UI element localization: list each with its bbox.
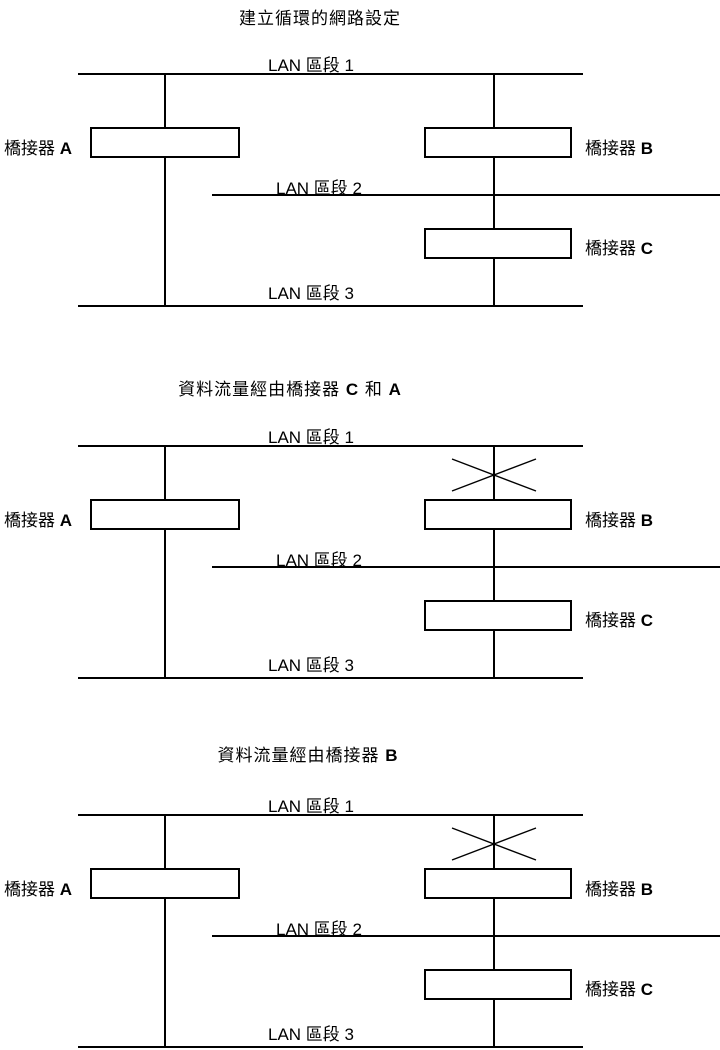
bridge-name: 橋接器: [585, 239, 636, 258]
lan-segment-3-line: [78, 1046, 583, 1048]
bridge-letter: A: [59, 139, 73, 158]
lan-segment-3-label: LAN 區段 3: [268, 656, 354, 675]
lan-segment-2-label: LAN 區段 2: [276, 179, 362, 198]
bridge-name: 橋接器: [585, 139, 636, 158]
bridge-name: 橋接器: [4, 139, 55, 158]
bridge-b-downlink-line: [493, 158, 495, 228]
diagram-title: 資料流量經由橋接器 C 和 A: [178, 375, 402, 400]
lan-segment-1-label: LAN 區段 1: [268, 797, 354, 816]
bridge-a-label: 橋接器 A: [4, 506, 72, 531]
bridge-name: 橋接器: [585, 980, 636, 999]
lan-segment-1-label: LAN 區段 1: [268, 56, 354, 75]
lan-segment-2-label: LAN 區段 2: [276, 551, 362, 570]
bridge-c-box: [424, 228, 572, 259]
bridge-name: 橋接器: [4, 511, 55, 530]
title-text: 資料流量經由橋接器: [217, 746, 386, 765]
bridge-a-label: 橋接器 A: [4, 134, 72, 159]
bridge-b-box: [424, 499, 572, 530]
bridge-c-box: [424, 600, 572, 631]
bridge-b-downlink-line: [493, 899, 495, 969]
bridge-letter: B: [640, 511, 654, 530]
lan-segment-3-line: [78, 677, 583, 679]
bridge-b-uplink-line: [493, 445, 495, 499]
bridge-letter: A: [59, 880, 73, 899]
bridge-c-downlink-line: [493, 1000, 495, 1047]
bridge-a-box: [90, 127, 240, 158]
lan-segment-2-line: [212, 566, 720, 568]
lan-segment-1-line: [78, 73, 583, 75]
blocked-link-x-icon: [451, 458, 537, 492]
bridge-name: 橋接器: [585, 611, 636, 630]
diagram-title: 資料流量經由橋接器 B: [217, 741, 398, 766]
bridge-letter: C: [640, 611, 654, 630]
bridge-letter: A: [59, 511, 73, 530]
lan-segment-3-label: LAN 區段 3: [268, 1025, 354, 1044]
bridge-c-label: 橋接器 C: [585, 975, 653, 1000]
bridge-a-uplink-line: [164, 73, 166, 127]
bridge-a-box: [90, 868, 240, 899]
bridge-a-downlink-line: [164, 530, 166, 678]
bridge-c-label: 橋接器 C: [585, 234, 653, 259]
lan-segment-2-label: LAN 區段 2: [276, 920, 362, 939]
title-bridge-letter: B: [385, 746, 399, 765]
bridge-b-box: [424, 868, 572, 899]
bridge-c-label: 橋接器 C: [585, 606, 653, 631]
bridge-name: 橋接器: [4, 880, 55, 899]
lan-segment-1-label: LAN 區段 1: [268, 428, 354, 447]
bridge-b-label: 橋接器 B: [585, 506, 653, 531]
title-text: 建立循環的網路設定: [239, 9, 401, 28]
title-text: 資料流量經由橋接器: [178, 380, 346, 399]
bridge-b-label: 橋接器 B: [585, 875, 653, 900]
bridge-a-box: [90, 499, 240, 530]
bridge-c-downlink-line: [493, 259, 495, 306]
bridge-c-downlink-line: [493, 631, 495, 678]
bridge-a-uplink-line: [164, 445, 166, 499]
bridge-letter: B: [640, 880, 654, 899]
bridge-a-downlink-line: [164, 158, 166, 306]
bridge-letter: C: [640, 980, 654, 999]
title-text: 和: [359, 380, 389, 399]
diagram-traffic-via-c-and-a: 資料流量經由橋接器 C 和 A LAN 區段 1 橋接器 A 橋接器 B LAN…: [0, 372, 720, 722]
bridge-b-downlink-line: [493, 530, 495, 600]
bridge-a-uplink-line: [164, 814, 166, 868]
lan-segment-3-label: LAN 區段 3: [268, 284, 354, 303]
bridge-letter: B: [640, 139, 654, 158]
bridge-name: 橋接器: [585, 511, 636, 530]
bridge-b-box: [424, 127, 572, 158]
lan-segment-2-line: [212, 194, 720, 196]
bridge-a-label: 橋接器 A: [4, 875, 72, 900]
diagram-loop-setup: 建立循環的網路設定 LAN 區段 1 橋接器 A 橋接器 B LAN 區段 2 …: [0, 0, 720, 350]
lan-segment-3-line: [78, 305, 583, 307]
diagram-title: 建立循環的網路設定: [239, 4, 401, 29]
lan-segment-2-line: [212, 935, 720, 937]
title-bridge-letter: C: [345, 380, 360, 399]
blocked-link-x-icon: [451, 827, 537, 861]
title-bridge-letter: A: [388, 380, 402, 399]
bridge-letter: C: [640, 239, 654, 258]
bridge-b-uplink-line: [493, 73, 495, 127]
lan-segment-1-line: [78, 445, 583, 447]
bridge-b-label: 橋接器 B: [585, 134, 653, 159]
bridge-a-downlink-line: [164, 899, 166, 1047]
diagram-traffic-via-b: 資料流量經由橋接器 B LAN 區段 1 橋接器 A 橋接器 B LAN 區段 …: [0, 741, 720, 1050]
bridge-b-uplink-line: [493, 814, 495, 868]
lan-segment-1-line: [78, 814, 583, 816]
bridge-c-box: [424, 969, 572, 1000]
bridge-name: 橋接器: [585, 880, 636, 899]
